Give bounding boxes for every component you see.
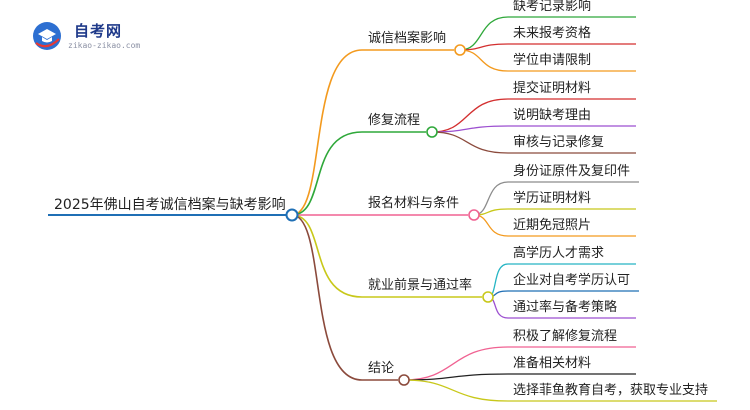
connector-root-branch	[291, 131, 363, 216]
child-label[interactable]: 学位申请限制	[513, 53, 592, 68]
branch-node	[398, 374, 410, 386]
connector-branch-child	[459, 49, 509, 72]
connector-branch-child	[403, 373, 509, 381]
branch-node	[482, 291, 494, 303]
site-logo[interactable]: 自考网 zikao-zikao.com	[32, 18, 182, 58]
connector-branch-child	[431, 98, 509, 133]
child-label[interactable]: 通过率与备考策略	[513, 300, 618, 315]
connector-branch-child	[459, 16, 509, 51]
child-label[interactable]: 身份证原件及复印件	[513, 164, 631, 179]
connector-branch-child	[473, 214, 509, 237]
child-label[interactable]: 说明缺考理由	[513, 108, 592, 123]
logo-title: 自考网	[74, 22, 123, 40]
root-node	[285, 208, 299, 222]
graduation-cap-icon	[33, 22, 61, 50]
logo-subtitle: zikao-zikao.com	[68, 41, 141, 50]
child-label[interactable]: 选择菲鱼教育自考，获取专业支持	[513, 383, 709, 398]
connector-branch-child	[403, 346, 509, 381]
root-label[interactable]: 2025年佛山自考诚信档案与缺考影响	[54, 197, 286, 213]
connector-branch-child	[431, 131, 509, 154]
branch-label[interactable]: 报名材料与条件	[368, 196, 460, 211]
connector-root-branch	[291, 214, 363, 381]
branch-label[interactable]: 就业前景与通过率	[368, 278, 473, 293]
branch-node	[454, 44, 466, 56]
connector-branch-child	[473, 181, 509, 216]
child-label[interactable]: 高学历人才需求	[513, 246, 605, 261]
child-label[interactable]: 未来报考资格	[513, 26, 592, 41]
child-label[interactable]: 企业对自考学历认可	[513, 273, 631, 288]
child-label[interactable]: 缺考记录影响	[513, 0, 592, 14]
branch-node	[426, 126, 438, 138]
branch-label[interactable]: 修复流程	[368, 113, 421, 128]
child-label[interactable]: 提交证明材料	[513, 81, 592, 96]
child-label[interactable]: 审核与记录修复	[513, 135, 605, 150]
connector-root-branch	[291, 49, 363, 216]
branch-label[interactable]: 诚信档案影响	[368, 31, 447, 46]
child-label[interactable]: 近期免冠照片	[513, 218, 592, 233]
child-label[interactable]: 准备相关材料	[513, 356, 592, 371]
connector-root-branch	[291, 214, 363, 298]
child-label[interactable]: 学历证明材料	[513, 191, 592, 206]
connector-branch-child	[431, 125, 509, 133]
connector-branch-child	[403, 379, 509, 402]
child-label[interactable]: 积极了解修复流程	[513, 329, 618, 344]
branch-label[interactable]: 结论	[368, 361, 395, 376]
branch-node	[468, 209, 480, 221]
connector-branch-child	[459, 43, 509, 51]
